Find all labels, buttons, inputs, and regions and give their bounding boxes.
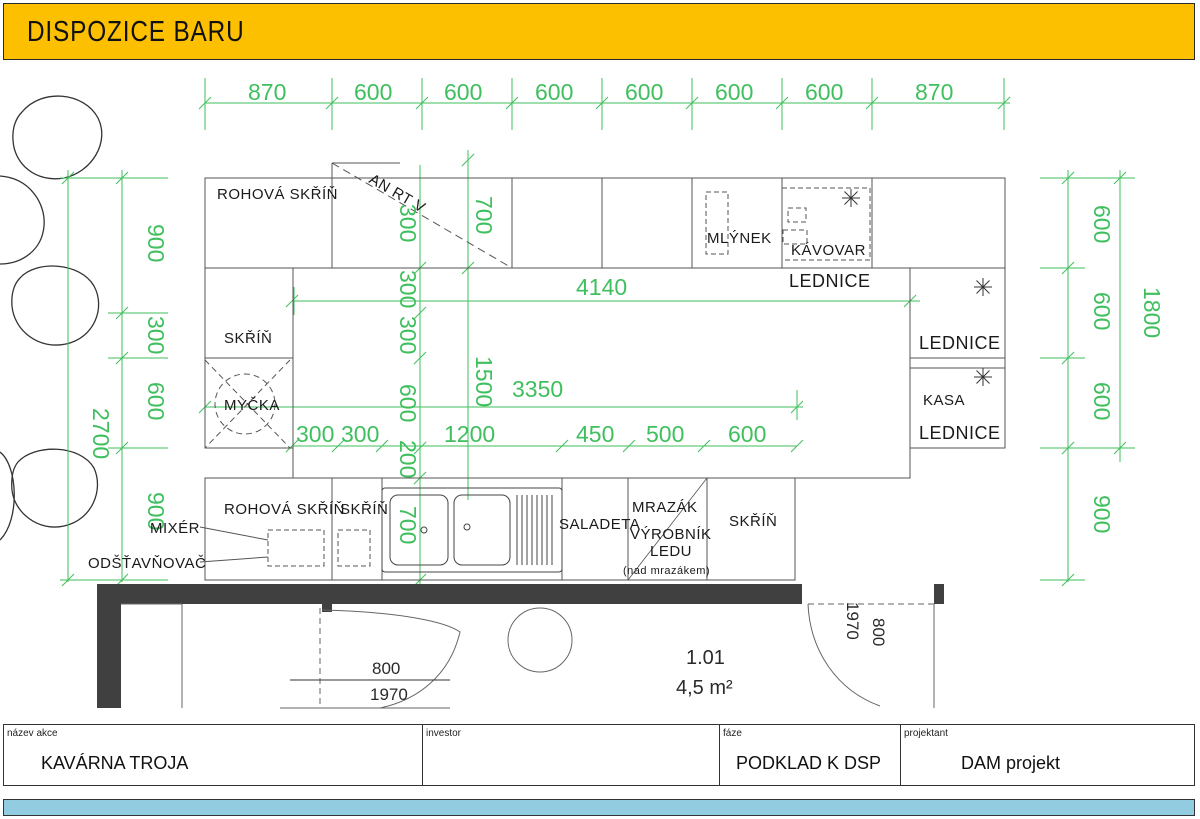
wall	[97, 584, 944, 708]
dim-va-1: 300	[395, 204, 421, 242]
dim-left-3: 600	[143, 382, 169, 420]
label-rohova-skrin-bottom: ROHOVÁ SKŘÍŇ	[224, 501, 345, 518]
label-ledu: LEDU	[650, 543, 692, 560]
label-rohova-skrin-top: ROHOVÁ SKŘÍŇ	[217, 186, 338, 203]
coffee-equipment	[705, 187, 871, 261]
label-lednice-3: LEDNICE	[919, 423, 1001, 443]
dim-right-outer: 1800	[1139, 287, 1165, 338]
dim-left-1: 900	[143, 224, 169, 262]
door-right-height: 1970	[843, 602, 862, 640]
label-skrin-bottom: SKŘÍŇ	[340, 501, 388, 518]
dim-right-4: 900	[1089, 495, 1115, 533]
dim-top-5: 600	[625, 79, 663, 105]
dim-c-1: 300	[296, 421, 334, 447]
snowflake-icon	[973, 367, 993, 387]
room-area: 4,5 m²	[676, 677, 733, 699]
label-skrin-right: SKŘÍŇ	[729, 513, 777, 530]
dim-left-4: 900	[143, 492, 169, 530]
mixer-juicer	[199, 526, 371, 567]
dim-top-4: 600	[535, 79, 573, 105]
top-dimensions: 870 600 600 600 600 600 600 870	[248, 79, 953, 105]
stool-5	[0, 451, 15, 541]
dim-vb-1: 700	[471, 196, 497, 234]
dim-c-6: 600	[728, 421, 766, 447]
door-width: 800	[372, 659, 400, 678]
counters	[204, 162, 1006, 581]
label-lednice-1: LEDNICE	[789, 271, 871, 291]
label-mlynek: MLÝNEK	[707, 230, 772, 247]
dim-right-3: 600	[1089, 382, 1115, 420]
dim-left-outer: 2700	[88, 408, 114, 459]
dim-top-2: 600	[354, 79, 392, 105]
bar-stools	[0, 95, 103, 541]
page-title: DISPOZICE BARU	[27, 16, 245, 48]
dim-3350: 3350	[512, 376, 563, 402]
label-mycka: MYČKA	[224, 397, 280, 414]
nazev-akce-caption: název akce	[7, 728, 58, 739]
projektant-value: DAM projekt	[961, 753, 1061, 773]
dim-c-3: 1200	[444, 421, 495, 447]
dim-4140: 4140	[576, 274, 627, 300]
dim-right-2: 600	[1089, 292, 1115, 330]
stool-4	[11, 448, 99, 528]
room-number: 1.01	[686, 647, 725, 669]
label-kasa: KASA	[923, 392, 965, 409]
door-right-width: 800	[869, 618, 888, 646]
label-saladeta: SALADETA	[559, 516, 640, 533]
dim-top-7: 600	[805, 79, 843, 105]
title-block-projektant: projektant DAM projekt	[901, 725, 1196, 785]
projektant-caption: projektant	[904, 728, 948, 739]
sink	[381, 487, 563, 573]
label-odstavnovac: ODŠŤAVŇOVAČ	[88, 555, 206, 572]
label-skrin-left: SKŘÍŇ	[224, 330, 272, 347]
snowflake-icon	[841, 188, 861, 208]
snowflake-icon	[973, 277, 993, 297]
dim-va-6: 700	[395, 506, 421, 544]
dim-vb-2: 1500	[471, 356, 497, 407]
stool-2	[0, 175, 45, 265]
dim-c-5: 500	[646, 421, 684, 447]
dim-va-2: 300	[395, 270, 421, 308]
dim-c-2: 300	[341, 421, 379, 447]
label-mixer: MIXÉR	[150, 520, 200, 537]
label-lednice-2: LEDNICE	[919, 333, 1001, 353]
dim-c-4: 450	[576, 421, 614, 447]
dim-va-5: 200	[395, 440, 421, 478]
dim-top-6: 600	[715, 79, 753, 105]
dim-top-8: 870	[915, 79, 953, 105]
dimension-lines	[60, 78, 1135, 595]
dim-top-1: 870	[248, 79, 286, 105]
title-block: název akce KAVÁRNA TROJA investor fáze P…	[3, 724, 1195, 786]
label-kavovar: KÁVOVAR	[791, 242, 866, 259]
stool-1	[12, 95, 103, 180]
faze-value: PODKLAD K DSP	[736, 753, 882, 773]
door-height: 1970	[370, 685, 408, 704]
top-ticks	[204, 78, 1005, 130]
dim-left-2: 300	[143, 316, 169, 354]
dim-va-4: 600	[395, 384, 421, 422]
dim-va-3: 300	[395, 316, 421, 354]
title-block-faze: fáze PODKLAD K DSP	[720, 725, 901, 785]
title-block-investor: investor	[423, 725, 720, 785]
label-nad-mrazakem: (nad mrazákem)	[623, 565, 710, 577]
investor-caption: investor	[426, 728, 462, 739]
stool-3	[11, 265, 100, 346]
dishwasher-symbol	[204, 359, 291, 449]
faze-caption: fáze	[723, 728, 742, 739]
footer-bar	[3, 799, 1195, 816]
title-banner: DISPOZICE BARU	[3, 3, 1195, 60]
title-block-akce: název akce KAVÁRNA TROJA	[4, 725, 423, 785]
walls-thin	[121, 603, 935, 709]
label-mrazak: MRAZÁK	[632, 499, 698, 516]
dim-right-1: 600	[1089, 205, 1115, 243]
label-vyrobnik: VÝROBNÍK	[630, 526, 712, 543]
top-slashes	[198, 96, 1011, 110]
dim-top-3: 600	[444, 79, 482, 105]
nazev-akce-value: KAVÁRNA TROJA	[41, 753, 189, 773]
